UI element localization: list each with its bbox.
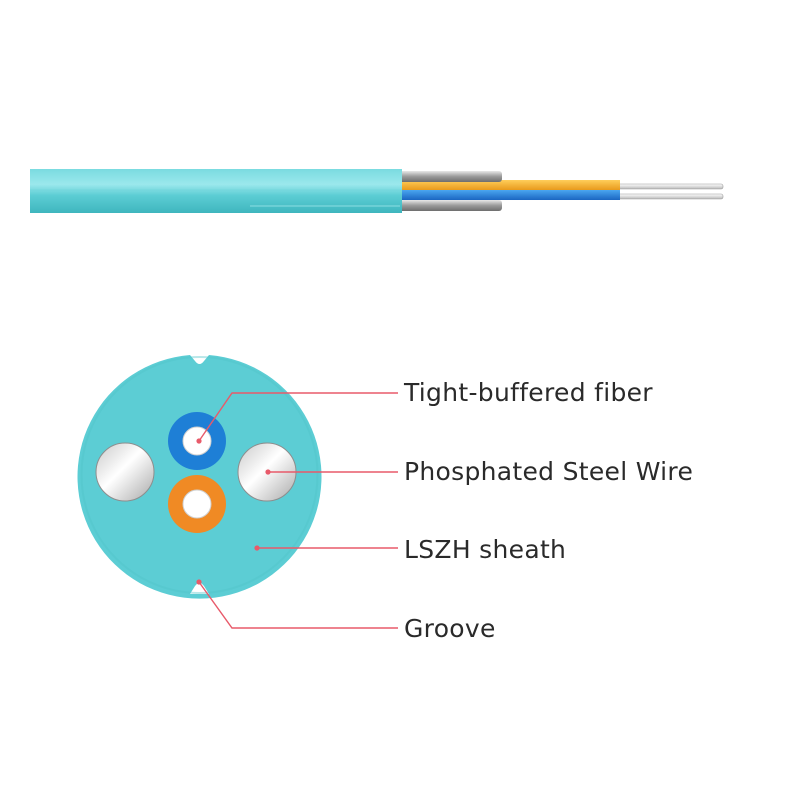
label-tight-buffered-fiber: Tight-buffered fiber [404,378,653,407]
cable-cross-section [77,355,322,599]
leader-lines [198,392,398,629]
label-phosphated-steel-wire: Phosphated Steel Wire [404,457,694,486]
leader-line-fiber [198,392,398,442]
steel-wire-side-bottom [398,200,502,211]
label-lszh-sheath: LSZH sheath [404,535,567,564]
leader-line-groove [198,581,398,629]
bare-fiber-lower [614,193,724,200]
blue-buffer-side [398,190,620,200]
orange-buffer-side [398,180,620,190]
bare-fiber-upper [614,183,724,190]
label-groove: Groove [404,614,496,643]
steel-wire-side-top [398,171,502,182]
groove-notch-bottom [190,583,209,594]
steel-wire-left [95,442,155,502]
cable-side-view [30,169,724,213]
leader-dots [196,438,271,585]
orange-fiber-core [182,489,212,519]
